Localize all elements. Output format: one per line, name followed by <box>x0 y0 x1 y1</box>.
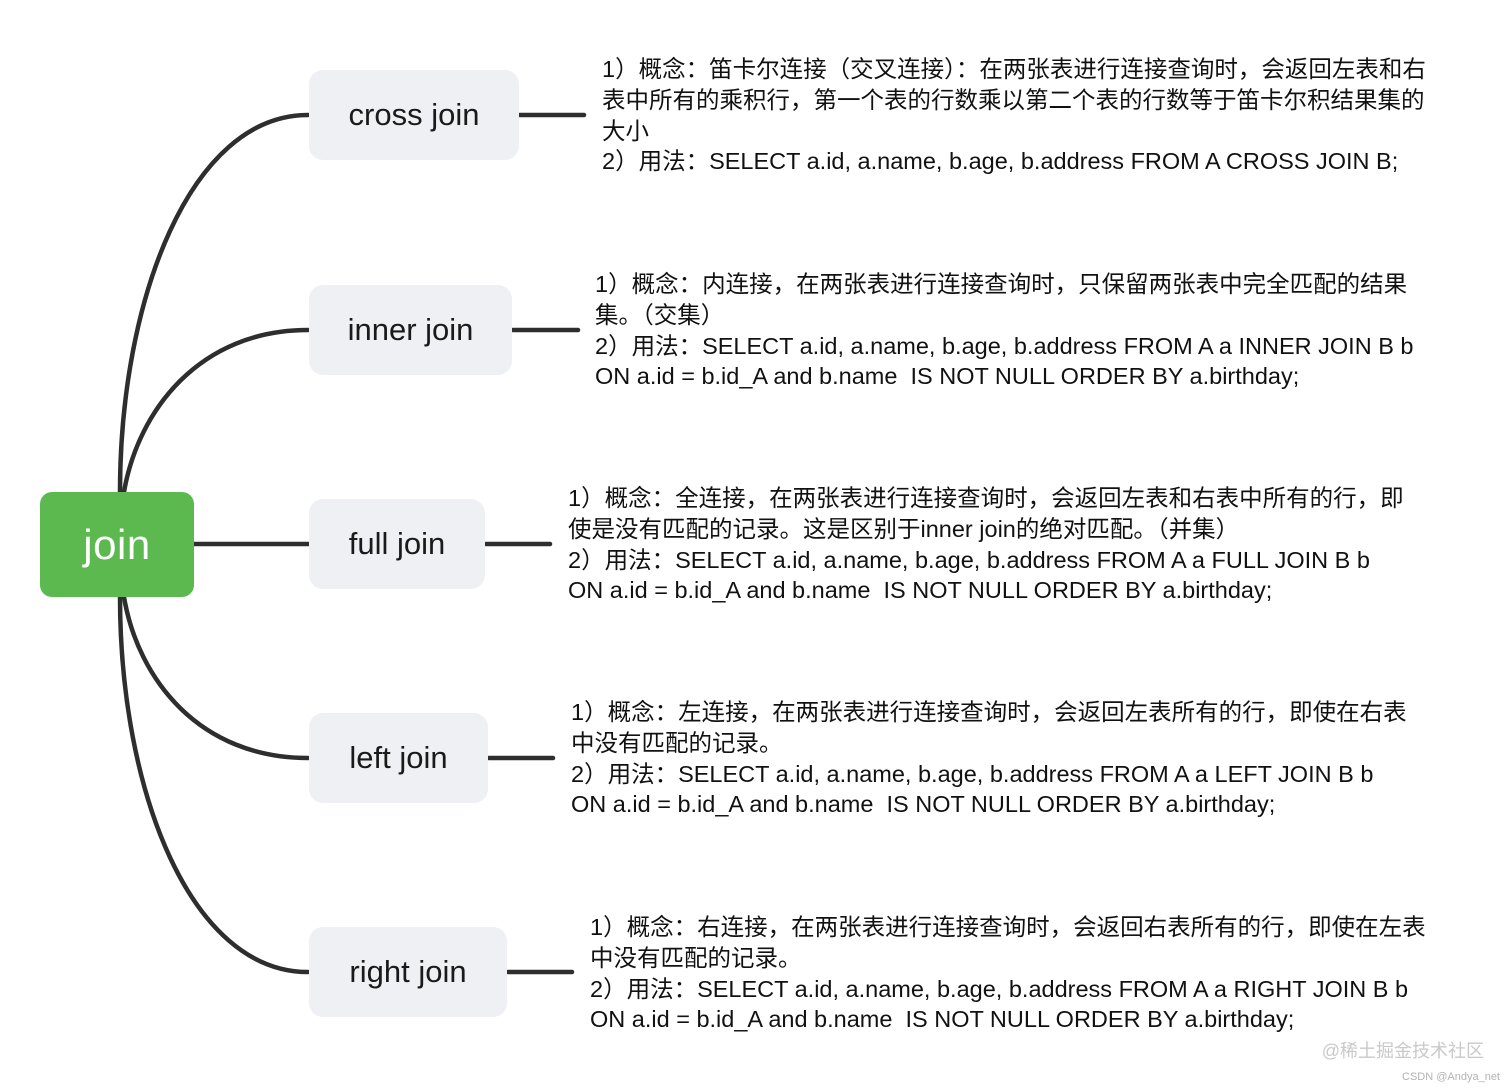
description-line: 2）用法：SELECT a.id, a.name, b.age, b.addre… <box>595 332 1414 359</box>
description-cross-join: 1）概念：笛卡尔连接（交叉连接）：在两张表进行连接查询时，会返回左表和右 表中所… <box>602 54 1426 177</box>
branch-node-left-join[interactable]: left join <box>309 713 488 803</box>
description-line: 1）概念：全连接，在两张表进行连接查询时，会返回左表和右表中所有的行，即 <box>568 485 1404 511</box>
credit-text: CSDN @Andya_net <box>1402 1071 1500 1083</box>
root-node-label: join <box>83 520 151 568</box>
description-line: 1）概念：内连接，在两张表进行连接查询时，只保留两张表中完全匹配的结果 <box>595 271 1408 297</box>
description-line: 2）用法：SELECT a.id, a.name, b.age, b.addre… <box>568 546 1370 573</box>
description-line: 1）概念：笛卡尔连接（交叉连接）：在两张表进行连接查询时，会返回左表和右 <box>602 56 1426 82</box>
root-node-join[interactable]: join <box>40 492 194 597</box>
branch-node-label: right join <box>349 954 467 989</box>
description-full-join: 1）概念：全连接，在两张表进行连接查询时，会返回左表和右表中所有的行，即 使是没… <box>568 483 1404 606</box>
branch-node-full-join[interactable]: full join <box>309 499 485 589</box>
branch-node-inner-join[interactable]: inner join <box>309 285 512 375</box>
description-left-join: 1）概念：左连接，在两张表进行连接查询时，会返回左表所有的行，即使在右表 中没有… <box>571 697 1407 820</box>
branch-node-label: inner join <box>347 312 474 347</box>
connector-root-left-join <box>121 594 311 761</box>
description-line: 2）用法：SELECT a.id, a.name, b.age, b.addre… <box>590 975 1409 1002</box>
description-line: 2）用法：SELECT a.id, a.name, b.age, b.addre… <box>571 760 1374 787</box>
branch-node-right-join[interactable]: right join <box>309 927 507 1017</box>
description-line: 使是没有匹配的记录。这是区别于inner join的绝对匹配。（并集） <box>568 515 1240 542</box>
branch-node-label: cross join <box>348 97 480 132</box>
branch-node-label: full join <box>348 526 446 561</box>
watermark-text: @稀土掘金技术社区 <box>1321 1041 1484 1061</box>
description-line: 大小 <box>602 117 649 144</box>
description-line: ON a.id = b.id_A and b.name IS NOT NULL … <box>571 791 1276 818</box>
description-line: 1）概念：左连接，在两张表进行连接查询时，会返回左表所有的行，即使在右表 <box>571 699 1407 725</box>
description-line: 2）用法：SELECT a.id, a.name, b.age, b.addre… <box>602 148 1399 175</box>
description-inner-join: 1）概念：内连接，在两张表进行连接查询时，只保留两张表中完全匹配的结果 集。（交… <box>595 269 1413 392</box>
connector-root-cross-join <box>117 112 311 495</box>
description-right-join: 1）概念：右连接，在两张表进行连接查询时，会返回右表所有的行，即使在左表 中没有… <box>590 912 1426 1035</box>
description-line: ON a.id = b.id_A and b.name IS NOT NULL … <box>595 363 1300 390</box>
description-line: 中没有匹配的记录。 <box>571 729 783 756</box>
description-line: 集。（交集） <box>595 301 725 328</box>
description-line: 表中所有的乘积行，第一个表的行数乘以第二个表的行数等于笛卡尔积结果集的 <box>602 86 1425 113</box>
description-line: 中没有匹配的记录。 <box>590 944 802 971</box>
connector-root-inner-join <box>121 327 311 495</box>
branch-node-label: left join <box>349 740 448 775</box>
description-line: ON a.id = b.id_A and b.name IS NOT NULL … <box>590 1006 1295 1033</box>
description-line: ON a.id = b.id_A and b.name IS NOT NULL … <box>568 577 1273 604</box>
branch-node-cross-join[interactable]: cross join <box>309 70 519 160</box>
connector-root-right-join <box>117 594 311 975</box>
description-line: 1）概念：右连接，在两张表进行连接查询时，会返回右表所有的行，即使在左表 <box>590 914 1426 940</box>
